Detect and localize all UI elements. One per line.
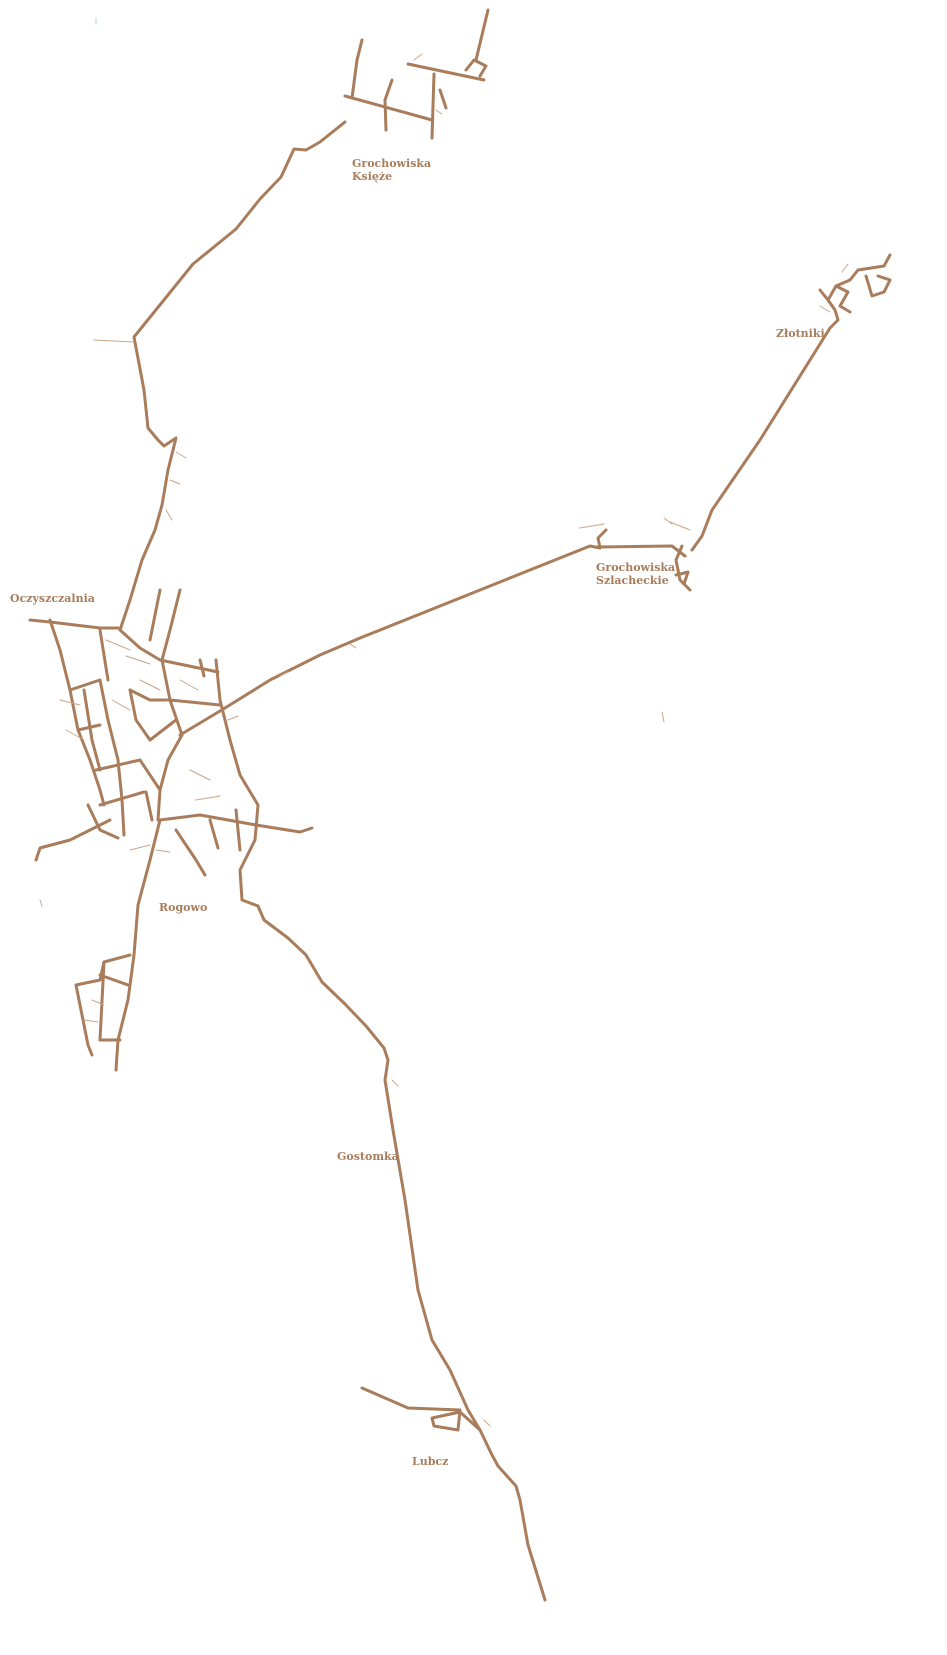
place-label-grochowiska-szlacheckie: Grochowiska Szlacheckie xyxy=(596,561,675,587)
place-label-line: Oczyszczalnia xyxy=(10,592,95,605)
pipeline-town-grid-14 xyxy=(98,790,146,807)
main-pipelines xyxy=(28,8,892,1602)
pipeline-szlacheckie-b xyxy=(674,570,690,586)
pipeline-town-grid-2 xyxy=(160,588,182,662)
pipeline-town-grid-23 xyxy=(76,723,102,732)
service-connections xyxy=(59,53,849,1427)
pipeline-grochowiska-ksieze-a xyxy=(343,94,434,122)
pipeline-town-grid-1 xyxy=(118,628,220,674)
pipeline-town-grid-12 xyxy=(94,758,162,792)
pipeline-north-trunk xyxy=(118,120,347,632)
place-label-line: Grochowiska xyxy=(596,561,676,574)
place-label-line: Gostomka xyxy=(337,1150,399,1163)
pipeline-rogowo-loop xyxy=(74,953,132,1057)
pipeline-zlotniki-c xyxy=(834,284,852,314)
pipeline-grochowiska-ksieze-g xyxy=(430,72,436,140)
place-label-gostomka: Gostomka xyxy=(337,1150,399,1163)
stray-marks-2 xyxy=(39,711,665,907)
pipeline-south-trunk xyxy=(228,738,547,1602)
pipeline-town-grid-22 xyxy=(68,678,102,692)
pipeline-town-grid-3 xyxy=(148,588,162,642)
pipeline-town-grid-10 xyxy=(148,718,178,742)
place-label-line: Grochowiska xyxy=(352,157,432,170)
pipeline-zlotniki-d xyxy=(864,274,892,298)
pipeline-grochowiska-ksieze-i xyxy=(474,8,490,62)
place-label-line: Lubcz xyxy=(412,1455,449,1468)
pipeline-town-grid-25 xyxy=(98,628,110,682)
pipeline-town-grid-6 xyxy=(168,698,222,707)
pipeline-town-grid-8 xyxy=(98,678,120,762)
pipeline-grochowiska-ksieze-e xyxy=(383,98,388,132)
pipeline-grochowiska-ksieze-h xyxy=(438,88,448,110)
pipeline-grochowiska-ksieze-b xyxy=(355,38,364,62)
pipeline-town-grid-18 xyxy=(174,828,207,877)
place-label-lubcz: Lubcz xyxy=(412,1455,448,1468)
pipeline-town-grid-9 xyxy=(82,688,102,772)
pipeline-grochowiska-ksieze-c xyxy=(350,58,359,100)
pipeline-rogowo-loop-b xyxy=(98,960,122,1042)
pipeline-town-grid-17 xyxy=(158,813,314,834)
place-label-rogowo: Rogowo xyxy=(159,901,207,914)
pipeline-town-grid-7 xyxy=(128,688,152,742)
pipeline-zlotniki-b xyxy=(826,253,892,302)
pipeline-lubcz-b xyxy=(458,1410,482,1432)
pipeline-lubcz-a xyxy=(360,1386,462,1432)
pipeline-town-grid-4 xyxy=(214,658,232,742)
place-label-zlotniki: Złotniki xyxy=(776,327,825,340)
pipeline-town-grid-19 xyxy=(208,818,220,850)
place-label-line: Złotniki xyxy=(776,327,825,340)
pipeline-rogowo-loop-c xyxy=(98,973,130,987)
pipeline-town-grid-24 xyxy=(198,658,206,678)
place-label-line: Rogowo xyxy=(159,901,208,914)
pipeline-town-grid-20 xyxy=(234,808,242,852)
pipeline-town-west-b xyxy=(28,618,120,630)
pipeline-grochowiska-ksieze-d xyxy=(383,78,394,102)
pipeline-zlotniki xyxy=(690,288,840,552)
pipeline-east-line xyxy=(178,528,608,737)
place-label-oczyszczalnia: Oczyszczalnia xyxy=(10,592,95,605)
place-label-line: Księże xyxy=(352,170,393,183)
pipeline-town-grid-21 xyxy=(128,688,172,702)
pipeline-grochowiska-ksieze-f xyxy=(406,62,486,82)
place-label-line: Szlacheckie xyxy=(596,574,669,587)
place-label-grochowiska-ksieze: Grochowiska Księże xyxy=(352,157,431,183)
pipeline-town-grid-16 xyxy=(144,790,154,822)
pipeline-grochowiska-ksieze-j xyxy=(464,58,488,78)
pipeline-town-grid-15 xyxy=(86,803,120,840)
pipeline-town-grid-11 xyxy=(156,733,184,822)
pipeline-town-sw xyxy=(34,818,112,862)
